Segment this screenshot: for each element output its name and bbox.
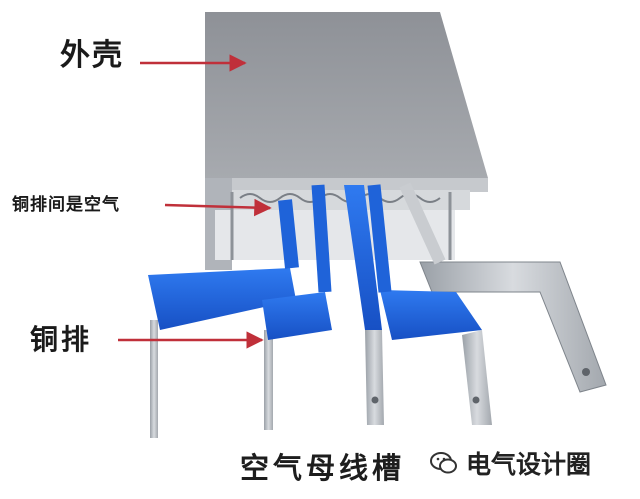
annotation-arrows — [118, 54, 272, 349]
wechat-icon — [430, 452, 457, 474]
label-copper-bar: 铜排 — [30, 323, 93, 356]
copper-bar-group — [148, 182, 492, 438]
copper-bar — [148, 199, 299, 438]
air-arrow — [164, 198, 272, 217]
copper-bar — [367, 184, 492, 425]
diagram-caption: 空气母线槽 — [240, 451, 406, 485]
watermark-text: 电气设计圈 — [466, 450, 592, 479]
busway-shell — [205, 12, 488, 270]
copper-bar — [344, 185, 384, 425]
label-air-between-bars: 铜排间是空气 — [12, 195, 120, 215]
copper-bar — [399, 182, 446, 265]
watermark: 电气设计圈 — [428, 446, 591, 480]
label-shell: 外壳 — [60, 38, 124, 73]
copper-bar — [262, 184, 332, 430]
